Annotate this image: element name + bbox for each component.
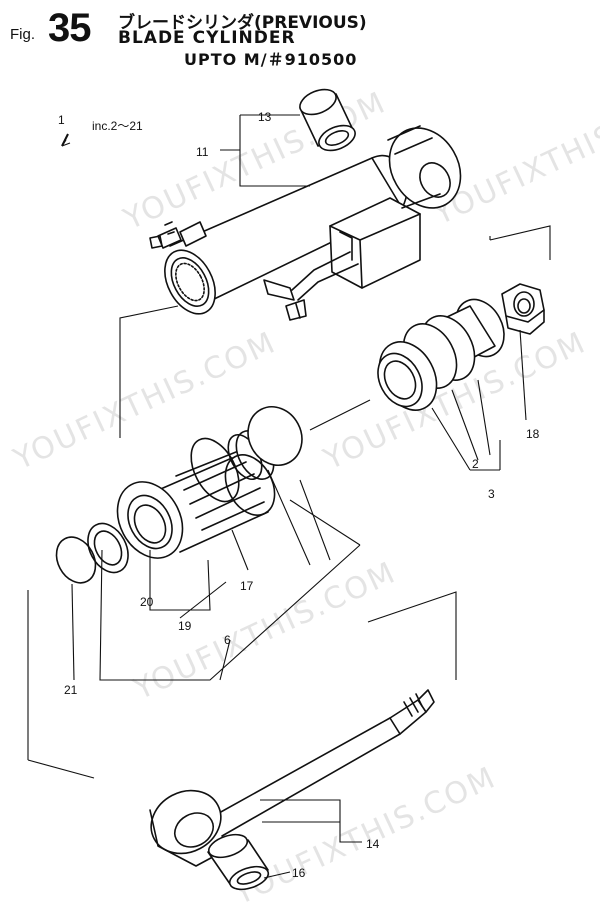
callout-20: 20 <box>140 595 154 609</box>
nut-18 <box>501 283 545 335</box>
watermark-text: YOUFIXTHIS.COM <box>228 760 502 913</box>
note-includes: inc.2～21 <box>92 119 143 133</box>
callout-2: 2 <box>472 457 479 471</box>
title-english: BLADE CYLINDER <box>118 28 296 48</box>
callout-17: 17 <box>240 579 254 593</box>
bushing-13 <box>299 88 356 152</box>
note-item-number: 1 <box>58 113 65 127</box>
callout-6: 6 <box>224 633 231 647</box>
title-serial-range: UPTO M/＃910500 <box>184 50 358 69</box>
title-japanese: ブレードシリンダ(PREVIOUS) <box>118 13 367 33</box>
fig-label: Fig. <box>10 26 36 43</box>
cylinder-tube <box>149 125 462 321</box>
figure-header: Fig. 35 ブレードシリンダ(PREVIOUS) BLADE CYLINDE… <box>0 0 600 80</box>
leader-lines <box>27 114 551 879</box>
callout-3: 3 <box>488 487 495 501</box>
fig-number: 35 <box>48 6 91 50</box>
callout-16: 16 <box>292 866 306 880</box>
piston-rod <box>149 689 435 867</box>
piston-assembly <box>377 298 505 411</box>
callout-11: 11 <box>196 145 209 159</box>
seal-rings <box>55 406 303 584</box>
callout-13: 13 <box>258 110 272 124</box>
callout-labels: 1 inc.2～21 11 13 18 2 3 20 19 17 6 21 14… <box>58 110 540 880</box>
callout-14: 14 <box>366 837 380 851</box>
callout-19: 19 <box>178 619 192 633</box>
bushing-16 <box>207 833 270 891</box>
callout-21: 21 <box>64 683 78 697</box>
callout-18: 18 <box>526 427 540 441</box>
rod-cover <box>116 451 276 559</box>
